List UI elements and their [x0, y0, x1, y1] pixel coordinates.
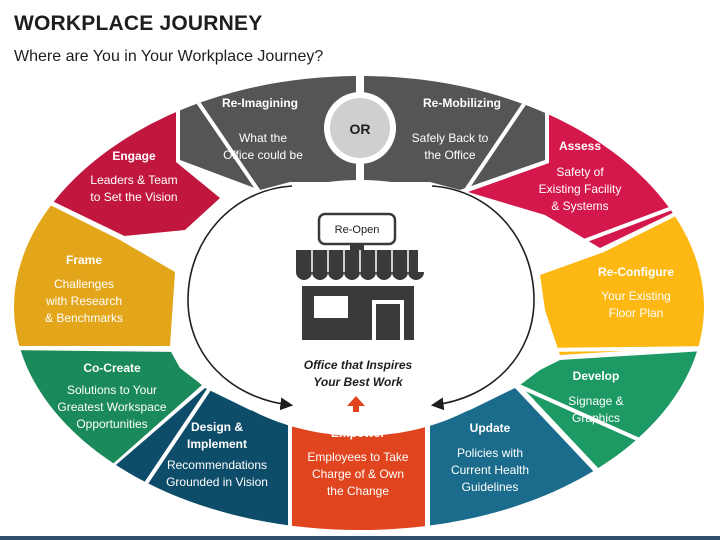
- reconfigure-desc-1: Your Existing: [601, 289, 671, 303]
- or-circle: [330, 98, 390, 158]
- develop-title: Develop: [573, 369, 620, 383]
- design-desc-1: Recommendations: [167, 458, 267, 472]
- empower-desc-3: the Change: [327, 484, 389, 498]
- engage-desc-2: to Set the Vision: [90, 190, 177, 204]
- segment-frame: [14, 180, 175, 346]
- center-text-line-1: Office that Inspires: [304, 358, 413, 372]
- update-desc-1: Policies with: [457, 446, 523, 460]
- design-title-1: Design &: [191, 420, 243, 434]
- frame-desc-1: Challenges: [54, 277, 114, 291]
- design-desc-2: Grounded in Vision: [166, 475, 268, 489]
- bottom-bar: [0, 536, 720, 540]
- reimagining-desc-2: Office could be: [223, 148, 303, 162]
- reimagining-title: Re-Imagining: [222, 96, 298, 110]
- segment-empower: [292, 412, 425, 530]
- cocreate-title: Co-Create: [83, 361, 141, 375]
- segment-reconfigure: [540, 194, 704, 355]
- empower-desc-1: Employees to Take: [307, 450, 408, 464]
- update-desc-3: Guidelines: [462, 480, 519, 494]
- or-label: OR: [350, 121, 371, 137]
- cycle-arrow-left: [187, 185, 294, 411]
- empower-desc-2: Charge of & Own: [312, 467, 404, 481]
- center-text-line-2: Your Best Work: [313, 375, 404, 389]
- develop-desc-1: Signage &: [568, 394, 623, 408]
- remobilizing-desc-1: Safely Back to: [412, 131, 489, 145]
- segment-reimagining: [180, 76, 356, 190]
- cocreate-desc-2: Greatest Workspace: [57, 400, 166, 414]
- reconfigure-title: Re-Configure: [598, 265, 674, 279]
- reconfigure-desc-2: Floor Plan: [609, 306, 664, 320]
- store-icon: Re-Open: [296, 212, 424, 340]
- engage-title: Engage: [112, 149, 156, 163]
- segment-remobilizing: [364, 76, 545, 190]
- empower-up-arrow: [347, 396, 365, 412]
- assess-title: Assess: [559, 139, 601, 153]
- cocreate-desc-3: Opportunities: [76, 417, 147, 431]
- empower-title: Empower: [331, 426, 385, 440]
- frame-title: Frame: [66, 253, 102, 267]
- remobilizing-title: Re-Mobilizing: [423, 96, 501, 110]
- cycle-arrow-right: [430, 185, 535, 411]
- assess-desc-1: Safety of: [556, 165, 604, 179]
- update-desc-2: Current Health: [451, 463, 529, 477]
- re-open-sign-label: Re-Open: [335, 224, 380, 236]
- frame-desc-2: with Research: [45, 294, 122, 308]
- frame-desc-3: & Benchmarks: [45, 311, 123, 325]
- reimagining-desc-1: What the: [239, 131, 287, 145]
- page-subtitle: Where are You in Your Workplace Journey?: [14, 48, 324, 65]
- cocreate-desc-1: Solutions to Your: [67, 383, 157, 397]
- assess-desc-2: Existing Facility: [539, 182, 622, 196]
- update-title: Update: [470, 421, 511, 435]
- engage-desc-1: Leaders & Team: [90, 173, 177, 187]
- design-title-2: Implement: [187, 437, 247, 451]
- develop-desc-2: Graphics: [572, 411, 620, 425]
- remobilizing-desc-2: the Office: [424, 148, 475, 162]
- page-title: WORKPLACE JOURNEY: [14, 12, 263, 35]
- assess-desc-3: & Systems: [551, 199, 608, 213]
